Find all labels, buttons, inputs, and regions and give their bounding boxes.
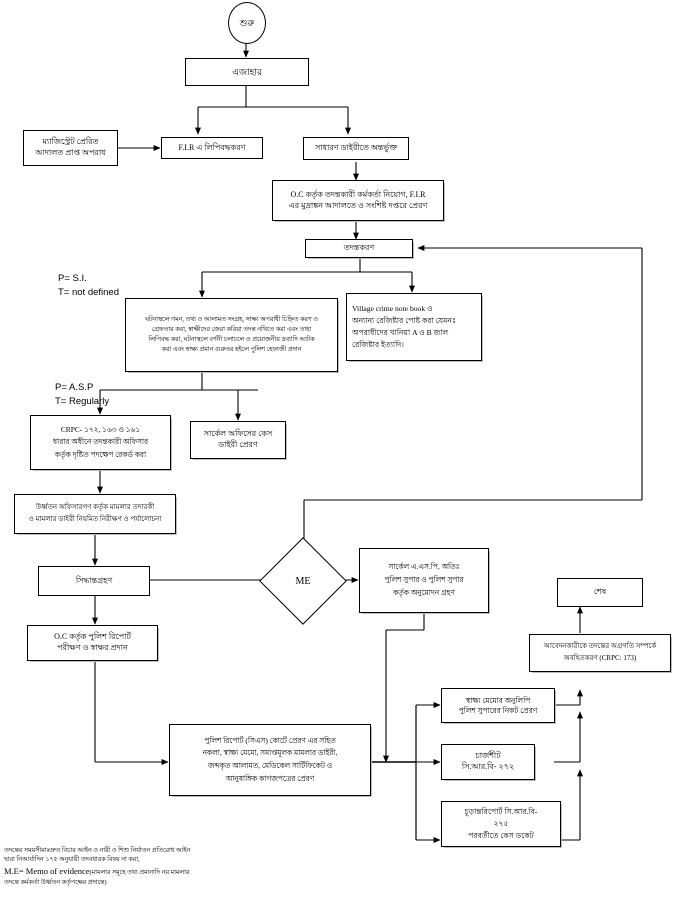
node-oc-report-review-label: O.C কর্তৃক পুলিশ রিপোর্ট পরীক্ষণ ও স্বাক… xyxy=(54,632,131,652)
node-memo-copy: স্বাক্ষ্য মেমোর অনুলিপি পুলিশ সুপারের নি… xyxy=(441,688,555,723)
node-field-work: ঘটনাস্থলে গমন, তথ্য ও আলামত সংগ্রহ, সাক্… xyxy=(125,298,338,372)
node-final-report: চূড়ান্তরিপোর্ট সি.আর.বি- ২৭৫ পরবর্তীতে … xyxy=(441,801,561,847)
node-magistrate-offence: ম্যাজিস্ট্রেট প্রেরিত আদালত প্রাপ্ত অপরা… xyxy=(23,130,118,166)
annotation-si: P= S.I. T= not defined xyxy=(58,273,120,298)
footnote-line-4: তদন্তে কর্মকর্তা উর্ধ্বতন কর্তৃপক্ষের প্… xyxy=(4,878,107,886)
node-end: শেষ xyxy=(557,578,643,607)
node-chargesheet: চার্জশীট সি.আর.বি- ২৭২ xyxy=(441,744,535,780)
node-oc-assign-io-label: O.C কর্তৃক তদন্তকারী কর্মকর্তা নিয়োগ, F… xyxy=(288,189,428,210)
node-crpc-record: CRPC- ১৭২, ১৬৩ ও ১৬১ ধারার অধীনে তদন্তকা… xyxy=(30,415,171,470)
node-decision-label: সিদ্ধান্তগ্রহণ xyxy=(75,575,113,585)
node-magistrate-offence-label: ম্যাজিস্ট্রেট প্রেরিত আদালত প্রাপ্ত অপরা… xyxy=(35,137,106,157)
node-village-crime-note-book: Village crime note book ও অন্যান্য রেজিষ… xyxy=(346,293,482,361)
node-informant-notice-label: আবেদনকারীকে তদন্তের অগ্রগতি সম্পর্কে অবহ… xyxy=(543,642,657,662)
footnote-line-1: তদন্তের সময়সীমাঃদ্রুত বিচার আইন ও নারী … xyxy=(4,847,191,854)
node-investigation: তদন্তকরণ xyxy=(305,239,413,258)
footnote-line-2: দ্বারা নিআর্যাদিন ১৭৫ অনুযায়ী তদবধারক ব… xyxy=(4,856,140,864)
node-police-report-cs-label: পুলিশ রিপোর্ট (সিএস) কোর্টে প্রেরণ এর সহ… xyxy=(202,735,338,783)
node-police-report-cs: পুলিশ রিপোর্ট (সিএস) কোর্টে প্রেরণ এর সহ… xyxy=(169,724,371,796)
node-general-diary: সাধারণ ডাইরীতে অন্তর্ভুক্ত xyxy=(303,137,409,160)
node-start-label: শুরু xyxy=(239,17,255,28)
node-fir-register-label: F.I.R এ লিপিবদ্ধকরণ xyxy=(178,142,246,152)
node-start: শুরু xyxy=(228,2,266,44)
node-circle-office-case-diary: সার্কেল অফিসের কেস ডাইরী প্রেরণ xyxy=(190,421,286,459)
node-chargesheet-label: চার্জশীট সি.আর.বি- ২৭২ xyxy=(461,751,515,771)
node-me-decision: ME xyxy=(259,537,347,625)
node-approval-label: সার্কেল এ.এস.পি, অতিঃ পুলিশ সুপার ও পুলি… xyxy=(384,562,464,597)
footnote-me-detail: (মামলার সমূহে তথ্য প্রমানাদি নয় মামলার xyxy=(89,868,190,876)
node-memo-copy-label: স্বাক্ষ্য মেমোর অনুলিপি পুলিশ সুপারের নি… xyxy=(458,695,538,715)
node-village-crime-note-book-label: Village crime note book ও অন্যান্য রেজিষ… xyxy=(352,303,456,350)
node-fir-register: F.I.R এ লিপিবদ্ধকরণ xyxy=(161,137,263,159)
node-circle-office-case-diary-label: সার্কেল অফিসের কেস ডাইরী প্রেরণ xyxy=(203,429,273,449)
node-supervision: উর্ধ্বতন অফিসারগণ কর্তৃক মামলার তদারকী ও… xyxy=(14,494,176,534)
footnote-me-label: M.E= Memo of evidence xyxy=(4,865,90,876)
node-final-report-label: চূড়ান্তরিপোর্ট সি.আর.বি- ২৭৫ পরবর্তীতে … xyxy=(464,806,538,841)
node-field-work-label: ঘটনাস্থলে গমন, তথ্য ও আলামত সংগ্রহ, সাক্… xyxy=(145,315,318,354)
footnote-block: তদন্তের সময়সীমাঃদ্রুত বিচার আইন ও নারী … xyxy=(4,846,344,887)
node-end-label: শেষ xyxy=(593,587,607,597)
node-me-decision-label: ME xyxy=(295,575,311,587)
node-general-diary-label: সাধারণ ডাইরীতে অন্তর্ভুক্ত xyxy=(314,143,398,153)
node-ejahar-label: এজাহার xyxy=(232,66,262,77)
node-informant-notice: আবেদনকারীকে তদন্তের অগ্রগতি সম্পর্কে অবহ… xyxy=(529,634,671,672)
node-crpc-record-label: CRPC- ১৭২, ১৬৩ ও ১৬১ ধারার অধীনে তদন্তকা… xyxy=(52,425,149,459)
node-oc-report-review: O.C কর্তৃক পুলিশ রিপোর্ট পরীক্ষণ ও স্বাক… xyxy=(27,625,158,661)
footnote-line-3: M.E= Memo of evidence(মামলার সমূহে তথ্য … xyxy=(4,865,344,878)
node-decision: সিদ্ধান্তগ্রহণ xyxy=(38,566,150,596)
node-ejahar: এজাহার xyxy=(185,58,309,86)
node-investigation-label: তদন্তকরণ xyxy=(343,243,375,253)
annotation-asp: P= A.S.P T= Regularly xyxy=(55,382,110,407)
node-approval: সার্কেল এ.এস.পি, অতিঃ পুলিশ সুপার ও পুলি… xyxy=(359,548,489,613)
node-supervision-label: উর্ধ্বতন অফিসারগণ কর্তৃক মামলার তদারকী ও… xyxy=(28,503,162,523)
node-oc-assign-io: O.C কর্তৃক তদন্তকারী কর্মকর্তা নিয়োগ, F… xyxy=(272,180,444,221)
